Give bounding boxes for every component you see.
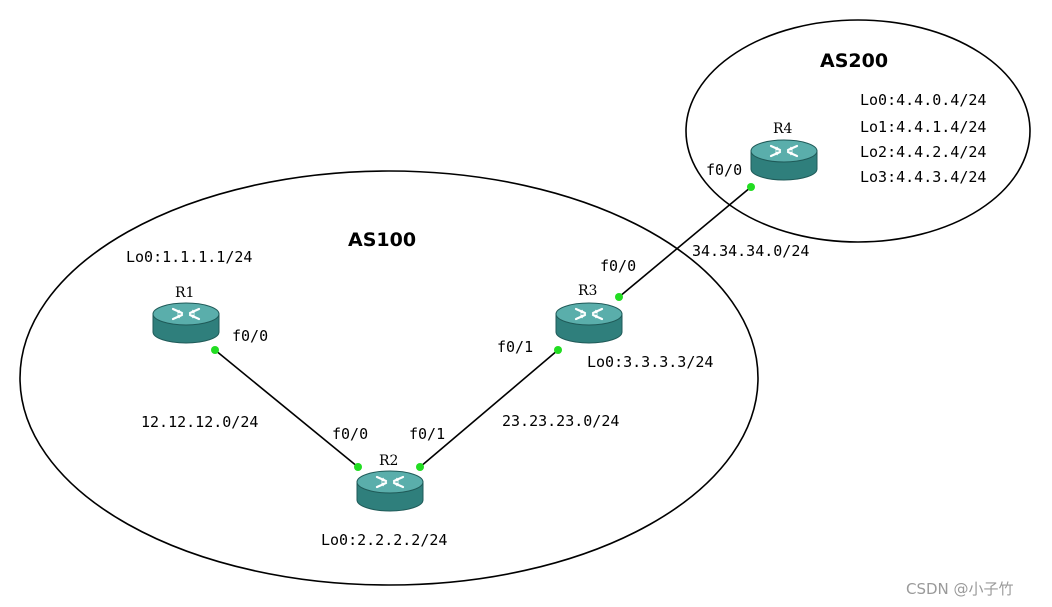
as100-boundary bbox=[19, 170, 759, 586]
r2-loopback: Lo0:2.2.2.2/24 bbox=[321, 531, 447, 549]
router-r2-icon bbox=[355, 469, 425, 513]
link-r1-r2 bbox=[214, 349, 359, 468]
port-r3-f00[interactable] bbox=[615, 293, 623, 301]
r3-f01-label: f0/1 bbox=[497, 338, 533, 356]
r4-loopback-1: Lo1:4.4.1.4/24 bbox=[860, 118, 986, 136]
r4-f00-label: f0/0 bbox=[706, 161, 742, 179]
link-r1-r2-subnet: 12.12.12.0/24 bbox=[141, 413, 258, 431]
as200-boundary bbox=[685, 19, 1031, 243]
port-r2-f01[interactable] bbox=[416, 463, 424, 471]
router-r4-icon bbox=[749, 138, 819, 182]
r4-loopback-2: Lo2:4.4.2.4/24 bbox=[860, 143, 986, 161]
router-r1[interactable] bbox=[151, 301, 221, 345]
watermark: CSDN @小子竹 bbox=[906, 580, 1014, 598]
link-r2-r3-subnet: 23.23.23.0/24 bbox=[502, 412, 619, 430]
link-r2-r3 bbox=[419, 349, 559, 468]
r1-f00-label: f0/0 bbox=[232, 327, 268, 345]
port-r2-f00[interactable] bbox=[354, 463, 362, 471]
router-r4[interactable] bbox=[749, 138, 819, 182]
r2-f00-label: f0/0 bbox=[332, 425, 368, 443]
r1-loopback: Lo0:1.1.1.1/24 bbox=[126, 248, 252, 266]
router-r3-name: R3 bbox=[578, 283, 597, 299]
r2-f01-label: f0/1 bbox=[409, 425, 445, 443]
router-r2[interactable] bbox=[355, 469, 425, 513]
router-r3-icon bbox=[554, 301, 624, 345]
router-r4-name: R4 bbox=[773, 121, 793, 137]
router-r2-name: R2 bbox=[379, 453, 398, 469]
router-r3[interactable] bbox=[554, 301, 624, 345]
port-r4-f00[interactable] bbox=[747, 183, 755, 191]
r3-loopback: Lo0:3.3.3.3/24 bbox=[587, 353, 713, 371]
router-r1-name: R1 bbox=[175, 285, 194, 301]
as200-label: AS200 bbox=[820, 50, 888, 72]
as100-label: AS100 bbox=[348, 229, 416, 251]
port-r1-f00[interactable] bbox=[211, 346, 219, 354]
link-r3-r4 bbox=[618, 186, 752, 298]
port-r3-f01[interactable] bbox=[554, 346, 562, 354]
r4-loopback-3: Lo3:4.4.3.4/24 bbox=[860, 168, 986, 186]
link-r3-r4-subnet: 34.34.34.0/24 bbox=[692, 242, 809, 260]
router-r1-icon bbox=[151, 301, 221, 345]
r3-f00-label: f0/0 bbox=[600, 257, 636, 275]
r4-loopback-0: Lo0:4.4.0.4/24 bbox=[860, 91, 986, 109]
